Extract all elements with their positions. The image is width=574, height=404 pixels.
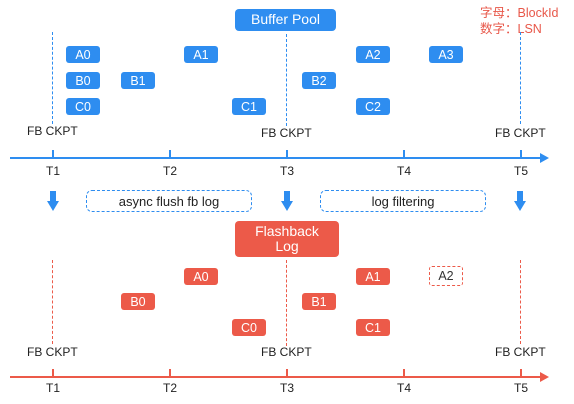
fb-time-t5: T5 [513, 381, 528, 395]
fb-tick-t5 [520, 369, 522, 377]
bp-ckpt-t1: FB CKPT [27, 124, 78, 138]
bp-block-c2: C2 [356, 98, 390, 115]
fb-time-t1: T1 [45, 381, 60, 395]
bp-time-t2: T2 [162, 164, 177, 178]
fb-time-t2: T2 [162, 381, 177, 395]
fb-ckpt-t3: FB CKPT [261, 345, 312, 359]
fb-ckpt-t1: FB CKPT [27, 345, 78, 359]
fb-time-t3: T3 [279, 381, 294, 395]
fb-block-b0: B0 [121, 293, 155, 310]
bp-tick-t4 [403, 150, 405, 158]
fb-tick-t2 [169, 369, 171, 377]
bp-time-t1: T1 [45, 164, 60, 178]
fb-timeline-axis [10, 376, 540, 378]
fb-divider-t1 [52, 260, 53, 344]
bp-block-b2: B2 [302, 72, 336, 89]
fb-tick-t4 [403, 369, 405, 377]
flashback-log-title-line: Flashback [255, 222, 319, 239]
buffer-pool-title: Buffer Pool [235, 9, 336, 31]
down-arrow-icon [281, 191, 293, 211]
fb-block-c1: C1 [356, 319, 390, 336]
bp-tick-t3 [286, 150, 288, 158]
fb-block-b1: B1 [302, 293, 336, 310]
bp-block-a2: A2 [356, 46, 390, 63]
bp-time-t3: T3 [279, 164, 294, 178]
bp-divider-t3 [286, 34, 287, 126]
bp-block-a0: A0 [66, 46, 100, 63]
bp-time-t5: T5 [513, 164, 528, 178]
fb-timeline-arrowhead [540, 372, 549, 382]
bp-timeline-axis [10, 157, 540, 159]
bp-ckpt-t3: FB CKPT [261, 126, 312, 140]
flashback-log-title-line: Log [275, 238, 299, 254]
fb-tick-t3 [286, 369, 288, 377]
legend-blockid: 字母：BlockId [480, 6, 559, 20]
legend: 字母：BlockId 数字：LSN [480, 5, 559, 37]
log-filtering-stage: log filtering [320, 190, 486, 212]
async-flush-stage: async flush fb log [86, 190, 252, 212]
fb-divider-t3 [286, 260, 287, 346]
bp-block-b0: B0 [66, 72, 100, 89]
bp-block-a1: A1 [184, 46, 218, 63]
bp-divider-t5 [520, 32, 521, 124]
fb-block-a2: A2 [429, 266, 463, 286]
bp-tick-t5 [520, 150, 522, 158]
legend-lsn: 数字：LSN [480, 22, 542, 36]
fb-ckpt-t5: FB CKPT [495, 345, 546, 359]
fb-block-a1: A1 [356, 268, 390, 285]
fb-divider-t5 [520, 260, 521, 344]
fb-time-t4: T4 [396, 381, 411, 395]
bp-tick-t1 [52, 150, 54, 158]
bp-divider-t1 [52, 32, 53, 124]
down-arrow-icon [47, 191, 59, 211]
bp-timeline-arrowhead [540, 153, 549, 163]
fb-tick-t1 [52, 369, 54, 377]
bp-time-t4: T4 [396, 164, 411, 178]
bp-tick-t2 [169, 150, 171, 158]
bp-block-a3: A3 [429, 46, 463, 63]
bp-block-b1: B1 [121, 72, 155, 89]
fb-block-c0: C0 [232, 319, 266, 336]
bp-block-c1: C1 [232, 98, 266, 115]
down-arrow-icon [514, 191, 526, 211]
bp-block-c0: C0 [66, 98, 100, 115]
bp-ckpt-t5: FB CKPT [495, 126, 546, 140]
fb-block-a0: A0 [184, 268, 218, 285]
